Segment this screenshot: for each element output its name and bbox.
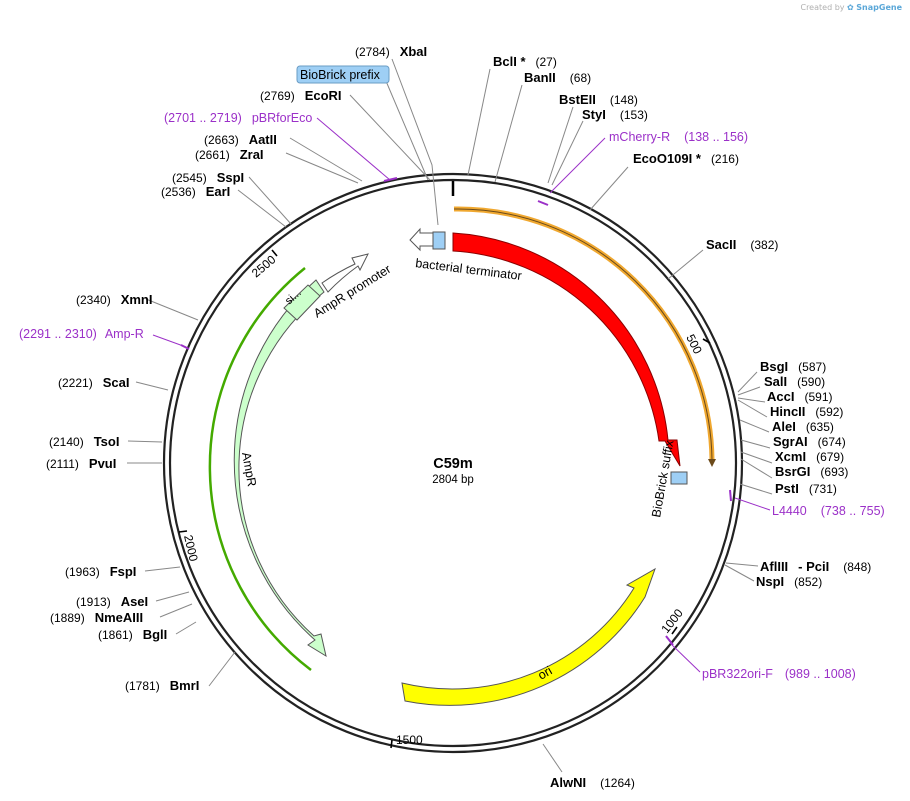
enzyme-hincii[interactable]: HincII(592) — [770, 404, 843, 419]
enzyme-afliii-pcii[interactable]: AflIII- PciI(848) — [760, 559, 871, 574]
primer-pbr322ori-f[interactable]: pBR322ori-F(989 .. 1008) — [702, 667, 856, 681]
enzyme-zrai[interactable]: (2661)ZraI — [195, 147, 264, 162]
snapgene-logo-icon: ✿ — [847, 3, 854, 12]
plasmid-length: 2804 bp — [432, 474, 474, 486]
enzyme-xmni[interactable]: (2340)XmnI — [76, 292, 152, 307]
ampr-feature[interactable] — [233, 279, 327, 658]
primer-amp-r[interactable]: (2291 .. 2310)Amp-R — [19, 327, 144, 341]
tick-label-1500: 1500 — [396, 733, 423, 747]
bacterial-terminator-feature[interactable] — [409, 227, 434, 252]
enzyme-bcli[interactable]: BclI *(27) — [493, 54, 557, 69]
mscarlet-orf-arrowhead — [708, 459, 716, 467]
enzyme-tsoi[interactable]: (2140)TsoI — [49, 434, 119, 449]
biobrick-prefix-feature[interactable] — [432, 231, 446, 250]
ori-label: ori — [536, 664, 555, 683]
mscarlet-orf-line — [453, 208, 713, 461]
enzyme-psti[interactable]: PstI(731) — [775, 481, 837, 496]
ampr-promoter-feature[interactable] — [321, 253, 369, 293]
ampr-orf-line — [208, 267, 312, 671]
enzyme-bmri[interactable]: (1781)BmrI — [125, 678, 199, 693]
enzyme-alwni[interactable]: AlwNI(1264) — [550, 775, 635, 790]
enzyme-ecori[interactable]: (2769)EcoRI — [260, 88, 342, 103]
attribution-prefix: Created by — [800, 3, 845, 12]
enzyme-styi[interactable]: StyI(153) — [582, 107, 648, 122]
ori-feature[interactable] — [401, 567, 656, 706]
attribution-brand: SnapGene — [856, 3, 902, 12]
plasmid-name: C59m — [433, 456, 473, 472]
enzyme-labels: (2784)XbaI BclI *(27) BanII(68) BstEII(1… — [46, 44, 871, 790]
enzyme-sspi[interactable]: (2545)SspI — [172, 170, 244, 185]
ampr-label: AmpR — [239, 451, 259, 488]
enzyme-bsgi[interactable]: BsgI(587) — [760, 359, 826, 374]
tick-mark-1000 — [671, 626, 678, 635]
backbone-inner — [168, 178, 738, 748]
tick-mark-500 — [702, 338, 711, 344]
enzyme-eari[interactable]: (2536)EarI — [161, 184, 230, 199]
enzyme-scai[interactable]: (2221)ScaI — [58, 375, 129, 390]
tick-mark-1500 — [390, 739, 393, 749]
enzyme-nmeaiii[interactable]: (1889)NmeAIII — [50, 610, 143, 625]
biobrick-prefix-callout[interactable]: BioBrick prefix — [296, 65, 390, 84]
enzyme-sgrai[interactable]: SgrAI(674) — [773, 434, 846, 449]
enzyme-asei[interactable]: (1913)AseI — [76, 594, 148, 609]
biobrick-prefix-label: BioBrick prefix — [300, 68, 381, 82]
backbone-outer — [162, 172, 744, 754]
enzyme-bgli[interactable]: (1861)BglI — [98, 627, 167, 642]
tick-mark-2500 — [271, 249, 278, 257]
tick-label-2500: 2500 — [249, 252, 279, 280]
primer-mark-pbrforeco — [383, 177, 398, 182]
enzyme-alei[interactable]: AleI(635) — [772, 419, 834, 434]
enzyme-pvui[interactable]: (2111)PvuI — [46, 456, 116, 471]
enzyme-aatii[interactable]: (2663)AatII — [204, 132, 277, 147]
snapgene-attribution: Created by ✿ SnapGene — [800, 3, 902, 12]
enzyme-banii[interactable]: BanII(68) — [524, 70, 591, 85]
primer-mark-l4440 — [729, 489, 732, 502]
biobrick-suffix-feature[interactable] — [670, 471, 688, 485]
enzyme-bsrgi[interactable]: BsrGI(693) — [775, 464, 848, 479]
tick-label-2000: 2000 — [181, 534, 201, 563]
primer-pbrforeco[interactable]: (2701 .. 2719)pBRforEco — [164, 111, 312, 125]
tick-label-1000: 1000 — [658, 606, 686, 636]
signal-peptide-feature[interactable] — [283, 284, 321, 321]
primer-mcherry-r[interactable]: mCherry-R(138 .. 156) — [609, 130, 748, 144]
enzyme-xbai[interactable]: (2784)XbaI — [355, 44, 427, 59]
enzyme-bsteii[interactable]: BstEII(148) — [559, 92, 638, 107]
primer-mark-mcherry-r — [537, 200, 549, 206]
primer-leader-lines — [152, 117, 771, 673]
enzyme-sacii[interactable]: SacII(382) — [706, 237, 778, 252]
enzyme-acci[interactable]: AccI(591) — [767, 389, 832, 404]
enzyme-xcmi[interactable]: XcmI(679) — [775, 449, 844, 464]
enzyme-leader-lines — [127, 58, 773, 773]
primer-l4440[interactable]: L4440(738 .. 755) — [772, 504, 885, 518]
primer-mark-pbr322ori-f — [665, 635, 674, 646]
primer-labels: mCherry-R(138 .. 156) L4440(738 .. 755) … — [19, 111, 885, 681]
enzyme-nspi[interactable]: NspI(852) — [756, 574, 822, 589]
tick-mark-2000 — [178, 530, 188, 533]
enzyme-fspi[interactable]: (1963)FspI — [65, 564, 136, 579]
mscarlet-feature[interactable] — [452, 232, 681, 467]
biobrick-prefix-box — [296, 65, 390, 84]
enzyme-sali[interactable]: SalI(590) — [764, 374, 825, 389]
enzyme-ecoo109i[interactable]: EcoO109I *(216) — [633, 151, 739, 166]
